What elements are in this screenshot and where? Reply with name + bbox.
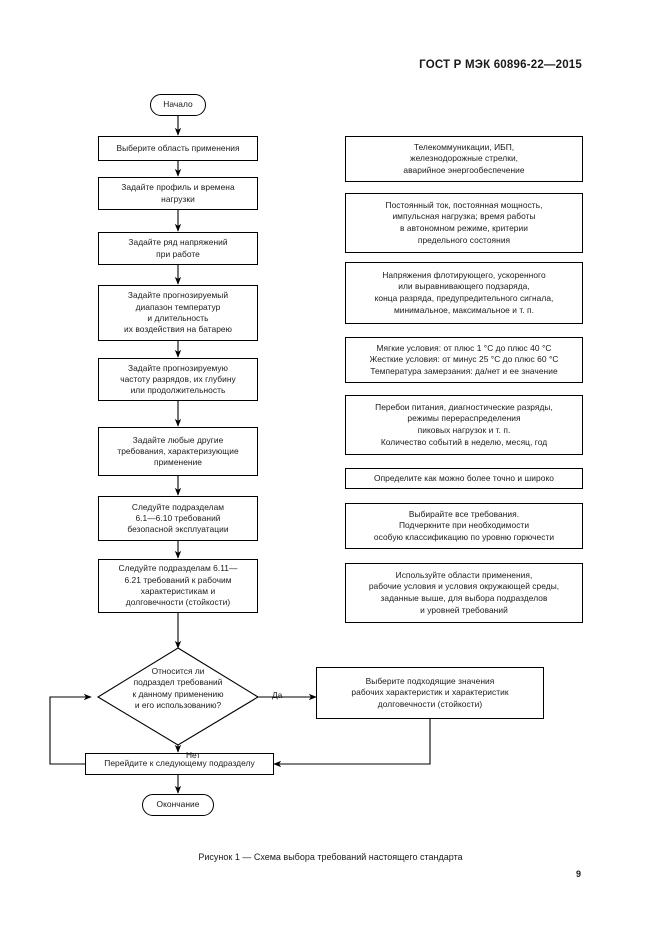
note-text: Используйте области применения, рабочие … — [368, 569, 560, 615]
node-label: Выберите область применения — [116, 142, 240, 153]
note-discharge-events: Перебои питания, диагностические разряды… — [345, 395, 583, 455]
node-select-application-area[interactable]: Выберите область применения — [98, 136, 258, 161]
node-select-performance-values[interactable]: Выберите подходящие значения рабочих хар… — [316, 667, 544, 719]
node-follow-performance-subclauses[interactable]: Следуйте подразделам 6.11— 6.21 требован… — [98, 559, 258, 613]
note-text: Мягкие условия: от плюс 1 °С до плюс 40 … — [369, 342, 559, 376]
edge-label-no: Нет — [186, 750, 201, 760]
node-set-temperature-range[interactable]: Задайте прогнозируемый диапазон температ… — [98, 285, 258, 341]
note-applications: Телекоммуникации, ИБП, железнодорожные с… — [345, 136, 583, 182]
note-text: Постоянный ток, постоянная мощность, имп… — [385, 199, 543, 245]
note-voltages: Напряжения флотирующего, ускоренного или… — [345, 262, 583, 324]
node-label: Следуйте подразделам 6.1—6.10 требований… — [127, 501, 229, 535]
node-set-voltage-range[interactable]: Задайте ряд напряжений при работе — [98, 232, 258, 265]
note-text: Напряжения флотирующего, ускоренного или… — [374, 269, 554, 315]
node-set-other-requirements[interactable]: Задайте любые другие требования, характе… — [98, 427, 258, 476]
node-label: Задайте любые другие требования, характе… — [117, 434, 239, 468]
note-select-all-requirements: Выбирайте все требования. Подчеркните пр… — [345, 503, 583, 549]
node-label: Перейдите к следующему подразделу — [104, 758, 255, 769]
page-number: 9 — [575, 869, 581, 879]
node-label: Задайте ряд напряжений при работе — [128, 237, 228, 259]
edge-label-yes: Да — [272, 690, 283, 700]
note-text: Определите как можно более точно и широк… — [374, 472, 554, 483]
node-label: Следуйте подразделам 6.11— 6.21 требован… — [118, 563, 238, 608]
note-text: Выбирайте все требования. Подчеркните пр… — [373, 508, 555, 542]
node-set-discharge-frequency[interactable]: Задайте прогнозируемую частоту разрядов,… — [98, 358, 258, 401]
node-label: Задайте прогнозируемую частоту разрядов,… — [120, 362, 236, 396]
note-text: Телекоммуникации, ИБП, железнодорожные с… — [403, 141, 525, 175]
node-start-label: Начало — [163, 99, 193, 110]
node-follow-safety-subclauses[interactable]: Следуйте подразделам 6.1—6.10 требований… — [98, 496, 258, 541]
node-go-to-next-subclause[interactable]: Перейдите к следующему подразделу — [85, 753, 274, 775]
figure-caption: Рисунок 1 — Схема выбора требований наст… — [198, 852, 463, 862]
node-end[interactable]: Окончание — [142, 794, 214, 816]
node-set-load-profile[interactable]: Задайте профиль и времена нагрузки — [98, 177, 258, 210]
node-start[interactable]: Начало — [150, 94, 206, 116]
note-use-application-areas: Используйте области применения, рабочие … — [345, 563, 583, 623]
note-define-precisely: Определите как можно более точно и широк… — [345, 468, 583, 489]
node-end-label: Окончание — [156, 799, 200, 810]
decision-diamond — [96, 647, 260, 746]
page-header-standard-title: ГОСТ Р МЭК 60896-22—2015 — [419, 59, 582, 71]
note-load-types: Постоянный ток, постоянная мощность, имп… — [345, 193, 583, 253]
note-temperature-conditions: Мягкие условия: от плюс 1 °С до плюс 40 … — [345, 337, 583, 383]
node-label: Выберите подходящие значения рабочих хар… — [351, 676, 509, 709]
node-label: Задайте профиль и времена нагрузки — [121, 182, 235, 204]
note-text: Перебои питания, диагностические разряды… — [375, 401, 553, 447]
node-label: Задайте прогнозируемый диапазон температ… — [124, 290, 232, 335]
